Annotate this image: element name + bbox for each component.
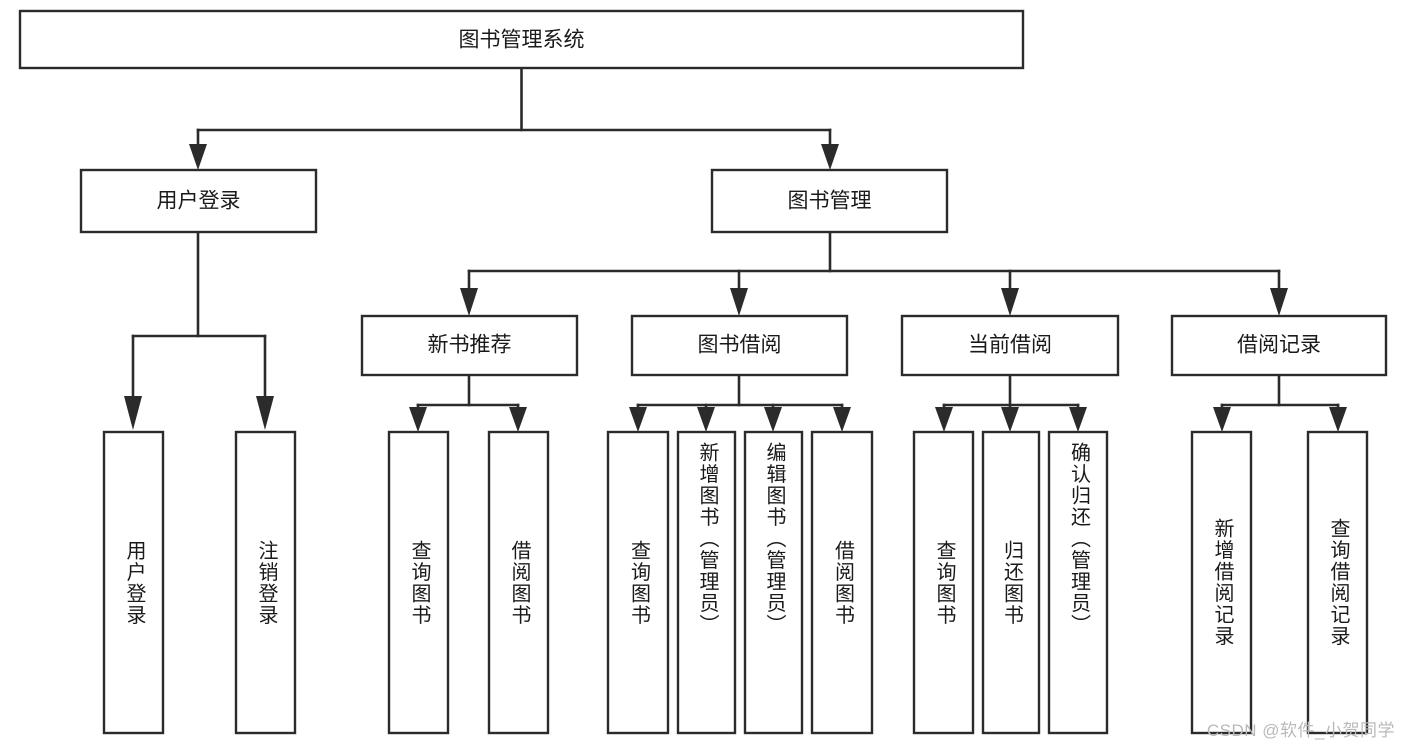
node-new-book-rec-label: 新书推荐 bbox=[428, 334, 512, 357]
arrowhead-borrow-record bbox=[1270, 288, 1288, 316]
node-user-login-box[interactable] bbox=[79, 168, 318, 234]
node-book-manage-box[interactable] bbox=[710, 168, 949, 234]
node-book-manage-label: 图书管理 bbox=[788, 190, 872, 213]
arrowhead-leaf-edit-book bbox=[764, 407, 782, 432]
node-current-borrow[interactable]: 当前借阅 bbox=[900, 314, 1120, 377]
arrowhead-current-borrow bbox=[1001, 288, 1019, 316]
node-current-borrow-label: 当前借阅 bbox=[968, 334, 1052, 357]
leaf-borrow-book-1-box[interactable] bbox=[487, 430, 550, 735]
leaf-add-record-box[interactable] bbox=[1190, 430, 1253, 735]
arrowhead-leaf-add-book bbox=[697, 407, 715, 432]
node-root[interactable]: 图书管理系统 bbox=[18, 9, 1025, 70]
arrowhead-leaf-borrow-book-1 bbox=[509, 407, 527, 432]
arrowhead-leaf-add-record bbox=[1213, 407, 1231, 432]
node-book-borrow-label: 图书借阅 bbox=[698, 334, 782, 357]
arrowhead-book-borrow bbox=[730, 288, 748, 316]
node-borrow-record-box[interactable] bbox=[1170, 314, 1388, 377]
leaf-boxes bbox=[102, 430, 1369, 735]
arrowhead-leaf-borrow-book-2 bbox=[833, 407, 851, 432]
arrowhead-new-book-rec bbox=[460, 288, 478, 316]
arrowhead-user-login bbox=[189, 144, 207, 170]
node-book-manage[interactable]: 图书管理 bbox=[710, 168, 949, 234]
connector-group-book-borrow-to-leaves bbox=[629, 373, 851, 432]
arrowhead-leaf-query-book-3 bbox=[935, 407, 953, 432]
leaf-query-book-2-box[interactable] bbox=[606, 430, 670, 735]
connector-group-new-book-rec-to-leaves bbox=[409, 373, 527, 432]
connector-group-current-borrow-to-leaves bbox=[935, 373, 1087, 432]
leaf-user-logout-box[interactable] bbox=[234, 430, 297, 735]
leaf-user-login-box[interactable] bbox=[102, 430, 165, 735]
node-user-login[interactable]: 用户登录 bbox=[79, 168, 318, 234]
arrowhead-leaf-confirm-return bbox=[1069, 407, 1087, 432]
leaf-query-book-3-box[interactable] bbox=[912, 430, 975, 735]
leaf-edit-book-box[interactable] bbox=[743, 430, 804, 735]
node-new-book-rec[interactable]: 新书推荐 bbox=[360, 314, 579, 377]
node-book-borrow-box[interactable] bbox=[630, 314, 849, 377]
node-borrow-record[interactable]: 借阅记录 bbox=[1170, 314, 1388, 377]
connector-group-user-login-to-leaves bbox=[124, 230, 274, 430]
node-book-borrow[interactable]: 图书借阅 bbox=[630, 314, 849, 377]
leaf-add-book-box[interactable] bbox=[676, 430, 737, 735]
node-user-login-label: 用户登录 bbox=[157, 190, 241, 213]
arrowhead-leaf-query-record bbox=[1329, 407, 1347, 432]
arrowhead-leaf-user-login bbox=[124, 396, 142, 430]
connector-group-borrow-record-to-leaves bbox=[1213, 373, 1347, 432]
leaf-query-record-box[interactable] bbox=[1306, 430, 1369, 735]
node-root-box[interactable] bbox=[18, 9, 1025, 70]
leaf-borrow-book-2-box[interactable] bbox=[810, 430, 874, 735]
leaf-query-book-1-box[interactable] bbox=[387, 430, 450, 735]
node-current-borrow-box[interactable] bbox=[900, 314, 1120, 377]
arrowhead-leaf-query-book-2 bbox=[629, 407, 647, 432]
arrowhead-leaf-return-book bbox=[1001, 407, 1019, 432]
csdn-watermark: CSDN @软件_小贺同学 bbox=[1206, 721, 1395, 740]
arrowhead-leaf-query-book-1 bbox=[409, 407, 427, 432]
arrowhead-book-manage bbox=[821, 144, 839, 170]
leaf-confirm-return-box[interactable] bbox=[1047, 430, 1109, 735]
arrowhead-leaf-user-logout bbox=[256, 396, 274, 430]
node-new-book-rec-box[interactable] bbox=[360, 314, 579, 377]
connector-group-book-manage-to-level3 bbox=[460, 230, 1288, 316]
leaf-return-book-box[interactable] bbox=[981, 430, 1041, 735]
node-borrow-record-label: 借阅记录 bbox=[1237, 334, 1321, 357]
node-root-label: 图书管理系统 bbox=[459, 29, 585, 52]
connector-group-root-to-level2 bbox=[189, 66, 839, 170]
